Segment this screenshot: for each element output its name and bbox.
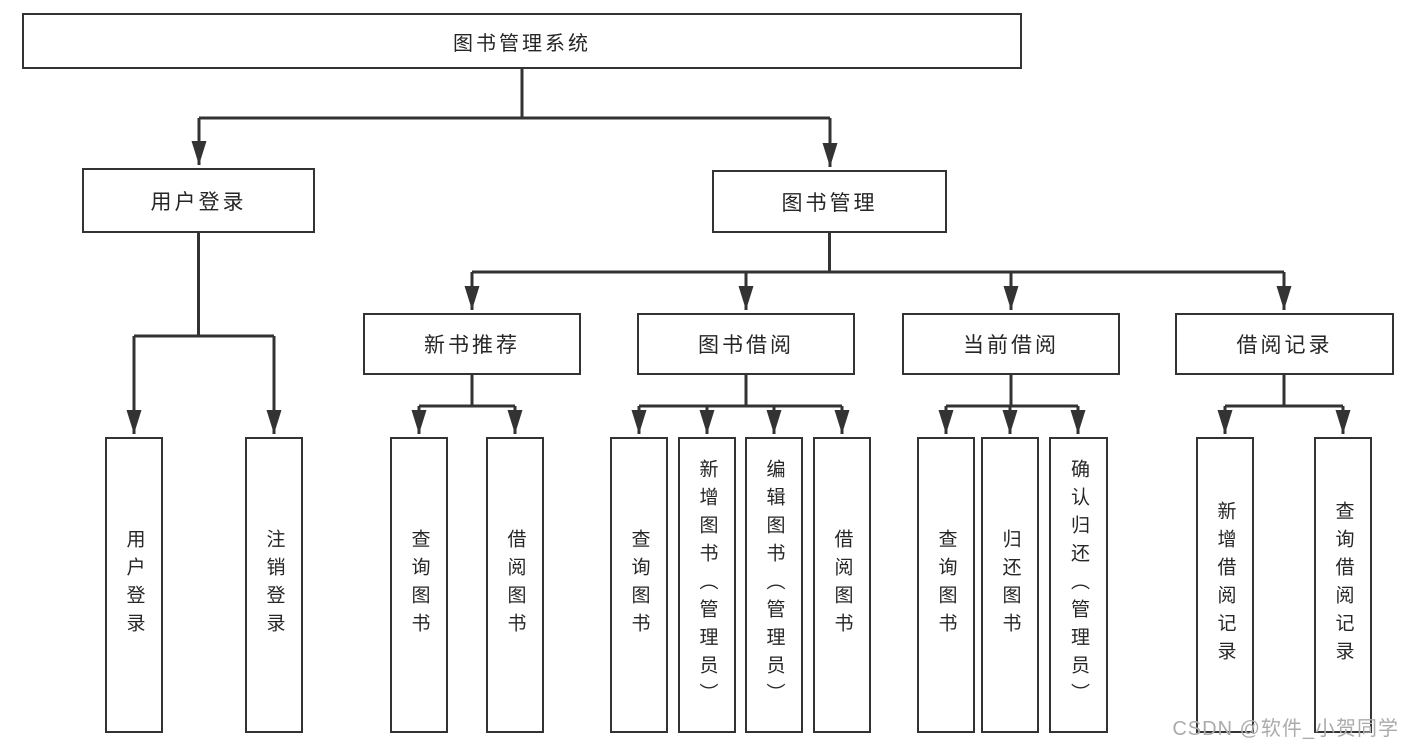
node-library-management-system: 图书管理系统 bbox=[22, 13, 1022, 69]
connector-borrow-record-split bbox=[1225, 375, 1343, 408]
node-book-borrowing: 图书借阅 bbox=[637, 313, 855, 375]
leaf-query-books-recommend: 查询图书 bbox=[390, 437, 448, 733]
node-label: 图书管理系统 bbox=[453, 32, 591, 55]
leaf-confirm-return-admin: 确认归还（管理员） bbox=[1049, 437, 1108, 733]
node-label: 查询借阅记录 bbox=[1332, 501, 1354, 669]
leaf-add-borrow-record: 新增借阅记录 bbox=[1196, 437, 1254, 733]
node-borrowing-records: 借阅记录 bbox=[1175, 313, 1394, 375]
csdn-watermark: CSDN @软件_小贺同学 bbox=[1172, 718, 1399, 740]
node-label: 注销登录 bbox=[263, 529, 285, 641]
node-label: 图书借阅 bbox=[698, 334, 794, 357]
connector-book-borrow-split bbox=[639, 375, 842, 408]
leaf-query-borrow-record: 查询借阅记录 bbox=[1314, 437, 1372, 733]
leaf-add-book-admin: 新增图书（管理员） bbox=[678, 437, 736, 733]
node-label: 借阅图书 bbox=[504, 529, 526, 641]
leaf-logout: 注销登录 bbox=[245, 437, 303, 733]
leaf-edit-book-admin: 编辑图书（管理员） bbox=[745, 437, 803, 733]
node-book-management: 图书管理 bbox=[712, 170, 947, 233]
node-label: 借阅记录 bbox=[1236, 334, 1333, 357]
leaf-return-book: 归还图书 bbox=[981, 437, 1039, 733]
connector-current-borrow-split bbox=[946, 375, 1078, 408]
node-label: 借阅图书 bbox=[831, 529, 853, 641]
leaf-borrow-books: 借阅图书 bbox=[813, 437, 871, 733]
connector-new-book-split bbox=[419, 375, 515, 408]
node-label: 新增图书（管理员） bbox=[696, 459, 718, 711]
leaf-query-books-current: 查询图书 bbox=[917, 437, 975, 733]
connector-book-management-split bbox=[472, 233, 1284, 274]
node-label: 用户登录 bbox=[150, 190, 247, 214]
node-label: 查询图书 bbox=[408, 529, 430, 641]
node-label: 新增借阅记录 bbox=[1214, 501, 1236, 669]
node-label: 查询图书 bbox=[628, 529, 650, 641]
node-label: 新书推荐 bbox=[424, 334, 520, 357]
leaf-borrow-books-recommend: 借阅图书 bbox=[486, 437, 544, 733]
node-label: 用户登录 bbox=[123, 529, 145, 641]
node-label: 编辑图书（管理员） bbox=[763, 459, 785, 711]
node-new-book-recommendation: 新书推荐 bbox=[363, 313, 581, 375]
connector-user-login-split bbox=[134, 233, 274, 338]
leaf-query-books-borrowing: 查询图书 bbox=[610, 437, 668, 733]
node-current-borrowing: 当前借阅 bbox=[902, 313, 1120, 375]
node-label: 查询图书 bbox=[935, 529, 957, 641]
node-label: 当前借阅 bbox=[963, 334, 1059, 357]
leaf-user-login: 用户登录 bbox=[105, 437, 163, 733]
node-label: 归还图书 bbox=[999, 529, 1021, 641]
node-user-login: 用户登录 bbox=[82, 168, 315, 233]
node-label: 确认归还（管理员） bbox=[1068, 459, 1089, 711]
node-label: 图书管理 bbox=[781, 191, 878, 215]
connector-root-split bbox=[199, 69, 830, 120]
